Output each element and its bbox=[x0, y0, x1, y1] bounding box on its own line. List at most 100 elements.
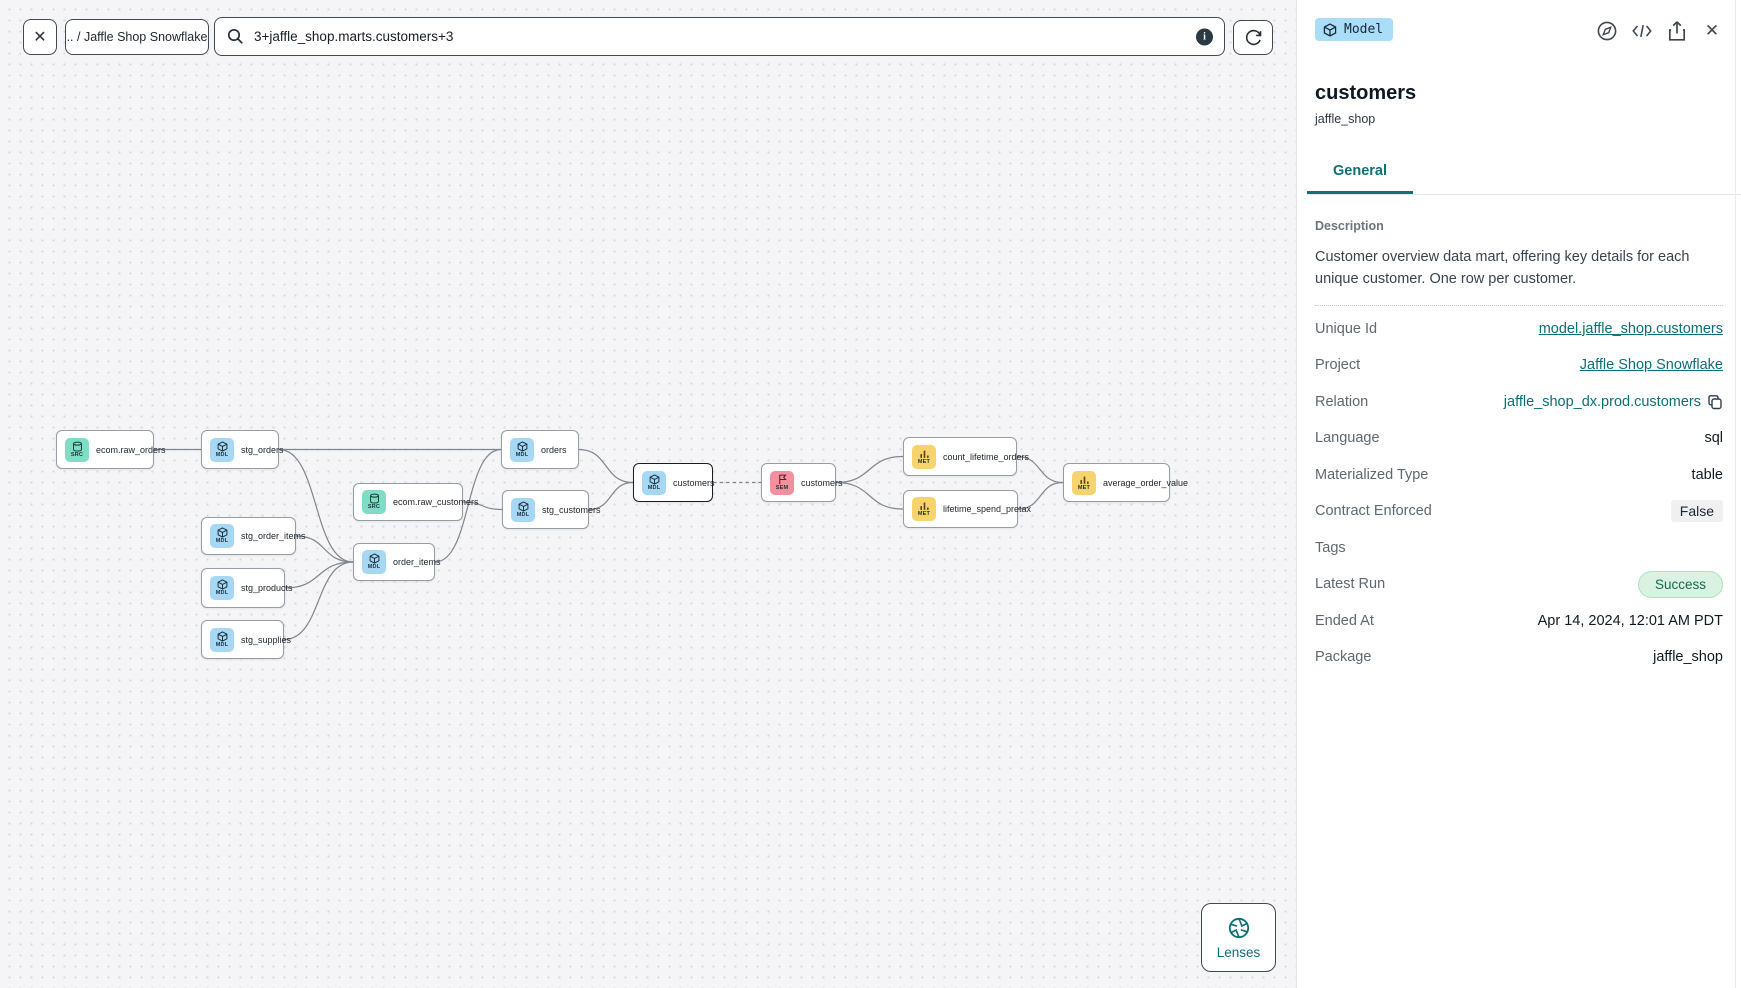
node-label: stg_orders bbox=[241, 444, 284, 455]
lenses-button[interactable]: Lenses bbox=[1201, 903, 1276, 972]
tab-general[interactable]: General bbox=[1307, 163, 1413, 194]
mdl-node-icon: MDL bbox=[362, 550, 386, 574]
details-panel: Model ✕ customers jaffle_shop General De… bbox=[1296, 0, 1741, 988]
field-row-relation: Relation jaffle_shop_dx.prod.customers bbox=[1315, 383, 1723, 420]
field-label-ended-at: Ended At bbox=[1315, 612, 1374, 629]
node-label: stg_supplies bbox=[241, 634, 292, 645]
field-row-ended-at: Ended At Apr 14, 2024, 12:01 AM PDT bbox=[1315, 602, 1723, 639]
node-label: count_lifetime_orders bbox=[943, 451, 1030, 462]
lineage-node-count_lifetime_orders[interactable]: MET count_lifetime_orders bbox=[903, 437, 1029, 476]
lineage-node-stg_supplies[interactable]: MDL stg_supplies bbox=[201, 620, 291, 659]
field-value-language: sql bbox=[1704, 430, 1723, 447]
field-value-contract-enforced: False bbox=[1670, 500, 1723, 523]
field-label-project: Project bbox=[1315, 357, 1361, 374]
field-label-relation: Relation bbox=[1315, 393, 1369, 410]
field-label-tags: Tags bbox=[1315, 539, 1346, 556]
lineage-node-stg_orders[interactable]: MDL stg_orders bbox=[201, 430, 284, 469]
node-label: stg_customers bbox=[542, 504, 601, 515]
share-icon[interactable] bbox=[1666, 20, 1688, 42]
lenses-icon bbox=[1227, 916, 1251, 940]
field-row-materialized-type: Materialized Type table bbox=[1315, 456, 1723, 493]
field-row-package: Package jaffle_shop bbox=[1315, 639, 1723, 676]
field-label-contract-enforced: Contract Enforced bbox=[1315, 503, 1432, 520]
field-value-ended-at: Apr 14, 2024, 12:01 AM PDT bbox=[1537, 612, 1723, 629]
lineage-node-ecom_raw_customers[interactable]: SRC ecom.raw_customers bbox=[353, 483, 479, 521]
field-value-package: jaffle_shop bbox=[1653, 649, 1723, 666]
field-value-relation: jaffle_shop_dx.prod.customers bbox=[1504, 394, 1723, 410]
page-subtitle: jaffle_shop bbox=[1315, 111, 1376, 126]
mdl-node-icon: MDL bbox=[511, 497, 535, 522]
node-label: orders bbox=[541, 444, 567, 455]
edge-stg_products-to-order_items bbox=[284, 561, 354, 589]
info-icon[interactable]: i bbox=[1196, 28, 1213, 45]
lineage-node-average_order_value[interactable]: MET average_order_value bbox=[1063, 463, 1188, 502]
field-value-relation[interactable]: jaffle_shop_dx.prod.customers bbox=[1503, 393, 1701, 410]
section-divider bbox=[1315, 305, 1723, 307]
refresh-button[interactable] bbox=[1233, 20, 1273, 55]
field-value-project[interactable]: Jaffle Shop Snowflake bbox=[1579, 357, 1723, 374]
mdl-node-icon: MDL bbox=[210, 524, 234, 548]
search-input[interactable] bbox=[252, 28, 1190, 45]
src-node-icon: SRC bbox=[362, 490, 386, 514]
edge-customers_sem-to-count_lifetime_orders bbox=[835, 455, 904, 484]
explore-compass-icon[interactable] bbox=[1596, 20, 1618, 42]
field-label-unique-id: Unique Id bbox=[1315, 320, 1378, 337]
field-value-unique-id[interactable]: model.jaffle_shop.customers bbox=[1538, 320, 1723, 337]
model-cube-icon bbox=[1323, 22, 1337, 37]
breadcrumb[interactable]: .. / Jaffle Shop Snowflake bbox=[65, 19, 209, 55]
field-row-project: Project Jaffle Shop Snowflake bbox=[1315, 347, 1723, 384]
node-label: customers bbox=[673, 477, 715, 488]
node-label: stg_order_items bbox=[241, 531, 306, 541]
close-panel-icon[interactable]: ✕ bbox=[1704, 21, 1720, 40]
edge-stg_supplies-to-order_items bbox=[283, 561, 354, 641]
lineage-node-orders[interactable]: MDL orders bbox=[501, 430, 579, 469]
mdl-node-icon: MDL bbox=[210, 437, 234, 462]
close-icon: ✕ bbox=[33, 29, 47, 46]
breadcrumb-label: .. / Jaffle Shop Snowflake bbox=[66, 30, 208, 44]
panel-tabs: General bbox=[1307, 162, 1741, 195]
field-row-unique-id: Unique Id model.jaffle_shop.customers bbox=[1315, 310, 1723, 347]
field-row-latest-run: Latest Run Success bbox=[1315, 566, 1723, 603]
sem-node-icon: SEM bbox=[770, 470, 794, 495]
node-label: lifetime_spend_pretax bbox=[943, 504, 1032, 514]
resource-type-label: Model bbox=[1344, 22, 1384, 37]
panel-scrollbar[interactable] bbox=[1735, 0, 1736, 988]
close-lineage-button[interactable]: ✕ bbox=[23, 19, 57, 55]
lineage-search: i bbox=[214, 17, 1225, 56]
edge-customers_sem-to-lifetime_spend_pretax bbox=[835, 481, 904, 510]
refresh-icon bbox=[1244, 28, 1263, 47]
lineage-node-stg_order_items[interactable]: MDL stg_order_items bbox=[201, 517, 306, 555]
mdl-node-icon: MDL bbox=[210, 627, 234, 652]
met-node-icon: MET bbox=[1072, 470, 1096, 495]
lineage-node-stg_customers[interactable]: MDL stg_customers bbox=[502, 490, 601, 529]
field-label-language: Language bbox=[1315, 430, 1380, 447]
copy-icon[interactable] bbox=[1707, 394, 1723, 410]
met-node-icon: MET bbox=[912, 444, 936, 469]
node-label: ecom.raw_orders bbox=[96, 444, 166, 455]
field-label-package: Package bbox=[1315, 649, 1372, 666]
description-text: Customer overview data mart, offering ke… bbox=[1315, 248, 1690, 287]
field-label-latest-run: Latest Run bbox=[1315, 576, 1386, 593]
view-code-icon[interactable] bbox=[1631, 20, 1653, 42]
node-label: customers bbox=[801, 477, 843, 488]
resource-type-badge: Model bbox=[1315, 18, 1394, 41]
search-icon bbox=[227, 28, 244, 45]
lineage-node-customers_sem[interactable]: SEM customers bbox=[761, 463, 843, 502]
mdl-node-icon: MDL bbox=[510, 437, 534, 462]
status-badge: Success bbox=[1637, 570, 1723, 598]
field-value-materialized-type: table bbox=[1691, 466, 1723, 483]
field-label-materialized-type: Materialized Type bbox=[1315, 466, 1429, 483]
description-label: Description bbox=[1315, 218, 1384, 233]
field-row-tags: Tags bbox=[1315, 529, 1723, 566]
node-label: average_order_value bbox=[1103, 477, 1189, 488]
lenses-label: Lenses bbox=[1216, 944, 1261, 960]
edge-orders-to-customers bbox=[578, 448, 634, 484]
node-label: ecom.raw_customers bbox=[393, 497, 479, 507]
